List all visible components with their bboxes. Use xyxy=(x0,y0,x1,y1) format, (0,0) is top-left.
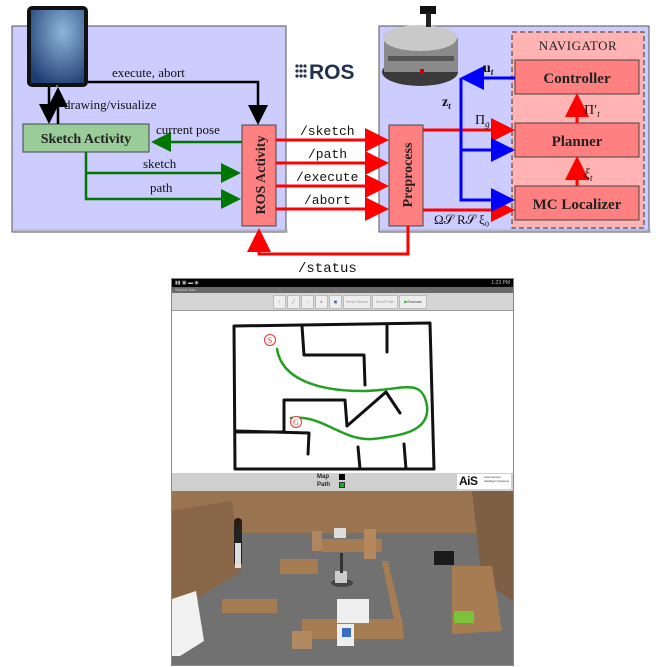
legend-bar: Map Path AiS Autonomous Intelligent Syst… xyxy=(172,473,513,491)
svg-text:S: S xyxy=(268,336,272,345)
svg-text:MC Localizer: MC Localizer xyxy=(533,197,622,213)
save-icon: ▣ xyxy=(333,299,338,304)
play-icon: ▶ xyxy=(404,299,408,304)
tablet-icon xyxy=(27,6,88,87)
symbol-pi-t: Π′t xyxy=(584,103,600,119)
topic-sketch: /sketch xyxy=(300,124,355,139)
ais-logo: AiS Autonomous Intelligent Systems xyxy=(457,474,511,489)
contrast-icon: ◐ xyxy=(320,299,323,304)
app-title-bar: Sketch Nav xyxy=(172,287,513,293)
execute-button[interactable]: ▶Execute xyxy=(399,295,427,309)
new-file-icon: ✦ xyxy=(277,299,282,304)
topic-path: /path xyxy=(308,147,347,162)
planned-path xyxy=(275,347,429,441)
sketch-activity-label: Sketch Activity xyxy=(41,132,132,147)
legend-map-label: Map xyxy=(317,474,329,480)
ros-activity-box xyxy=(241,124,277,227)
symbol-z-t: zt xyxy=(442,95,451,111)
tablet-screenshot: ▮▮ ▣ ▬ ◉ 1:23 PM Sketch Nav ✦ ╱ ◇ ◐ ▣ Se… xyxy=(171,278,514,666)
clock: 1:23 PM xyxy=(491,280,510,286)
pen-icon: ╱ xyxy=(292,299,295,304)
legend-path-label: Path xyxy=(317,482,331,488)
edge-path: path xyxy=(150,180,173,195)
new-button[interactable]: ✦ xyxy=(273,295,286,309)
edge-drawing-visualize: drawing/visualize xyxy=(64,97,157,112)
lab-photo xyxy=(172,491,513,665)
send-path-button[interactable]: Send Path xyxy=(372,295,398,309)
eraser-button[interactable]: ◇ xyxy=(301,295,314,309)
toolbar: ✦ ╱ ◇ ◐ ▣ Send Sketch Send Path ▶Execute xyxy=(172,293,513,311)
preprocess-box xyxy=(388,124,424,227)
svg-text:Planner: Planner xyxy=(552,134,603,150)
topic-status: /status xyxy=(298,261,357,277)
robot-icon xyxy=(382,6,458,86)
svg-text:Preprocess: Preprocess xyxy=(401,142,416,207)
topic-abort: /abort xyxy=(304,193,351,208)
notification-icons: ▮▮ ▣ ▬ ◉ xyxy=(175,280,199,286)
edge-sketch: sketch xyxy=(143,156,177,171)
maze-walls xyxy=(232,321,436,471)
system-diagram: Sketch Activity ROS Activity execute, ab… xyxy=(11,6,651,277)
camera-view xyxy=(172,491,513,665)
planner-box xyxy=(514,122,640,158)
status-bar: ▮▮ ▣ ▬ ◉ 1:23 PM xyxy=(172,279,513,287)
symbol-xi-t: ξt xyxy=(584,167,593,183)
maze-sketch: S G xyxy=(232,321,436,471)
symbol-pi-g: Πg xyxy=(475,113,490,129)
legend-path-swatch xyxy=(339,482,345,488)
legend-map-swatch xyxy=(339,474,345,480)
topic-execute: /execute xyxy=(296,170,358,185)
edge-current-pose: current pose xyxy=(156,122,220,137)
ros-activity-label: ROS Activity xyxy=(254,136,269,215)
symbol-map-params: Ω𝒮 R𝒮 ξ₀ xyxy=(434,212,489,227)
svg-text:G: G xyxy=(293,418,299,427)
ros-logo: ROS xyxy=(295,61,355,84)
goal-marker: G xyxy=(290,416,302,428)
localizer-box xyxy=(514,185,640,221)
eraser-icon: ◇ xyxy=(305,299,310,304)
contrast-button[interactable]: ◐ xyxy=(315,295,328,309)
navigator-title: NAVIGATOR xyxy=(539,38,617,53)
send-sketch-button[interactable]: Send Sketch xyxy=(343,295,371,309)
save-button[interactable]: ▣ xyxy=(329,295,342,309)
edge-execute-abort: execute, abort xyxy=(112,65,185,80)
symbol-u-t: ut xyxy=(483,61,494,77)
start-marker: S xyxy=(264,334,276,346)
sketch-canvas[interactable]: S G xyxy=(172,311,513,473)
pen-button[interactable]: ╱ xyxy=(287,295,300,309)
svg-text:ROS: ROS xyxy=(309,61,355,84)
svg-text:Controller: Controller xyxy=(543,71,611,87)
